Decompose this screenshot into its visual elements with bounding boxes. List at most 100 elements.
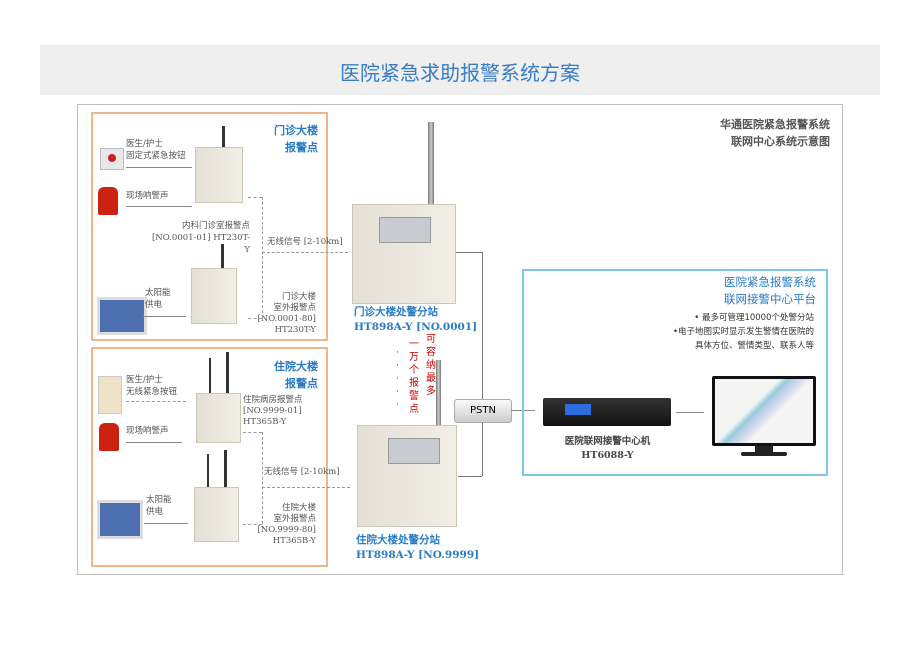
heading-line: 住院大楼 [274, 360, 318, 373]
center-bullets: • 最多可管理10000个处警分站 •电子地图实时显示发生警情在医院的具体方位、警… [600, 311, 814, 353]
monitor-base [741, 452, 787, 456]
inpatient-heading: 住院大楼报警点 [250, 358, 318, 392]
outpatient-alarm-group [91, 112, 328, 341]
station1-device [352, 204, 456, 304]
bullet-item: 具体方位、警情类型、联系人等 [694, 341, 814, 351]
label-line: 供电 [146, 507, 164, 517]
label-line: 太阳能 [146, 495, 172, 505]
page-title: 医院紧急求助报警系统方案 [340, 61, 580, 85]
point2-label: 门诊大楼室外报警点[NO.0001-80]HT230T-Y [250, 292, 316, 336]
siren-label: 现场响警声 [126, 191, 169, 201]
siren-icon [99, 423, 119, 451]
label-line: HT365B-Y [272, 536, 316, 546]
header-band: 医院紧急求助报警系统方案 [40, 45, 880, 95]
solar-label: 太阳能供电 [145, 287, 171, 311]
line [482, 252, 483, 476]
diagram-title: 华通医院紧急报警系统 联网中心系统示意图 [640, 116, 830, 150]
diagram-title-line: 联网中心系统示意图 [731, 135, 830, 148]
wireless-label: 无线信号 [2-10km] [264, 467, 340, 477]
monitor-stand [755, 446, 773, 452]
label-line: HT230T-Y [274, 325, 316, 335]
label-line: 住院大楼 [281, 503, 316, 513]
alarm-point-device [191, 268, 237, 324]
label-line: 门诊大楼处警分站 [354, 306, 438, 318]
outpatient-heading: 门诊大楼报警点 [250, 122, 318, 156]
label-line: 无线紧急按钮 [126, 387, 178, 397]
label-line: 室外报警点 [273, 514, 316, 524]
label-line: 供电 [145, 300, 163, 310]
arrow [144, 523, 188, 524]
line [458, 476, 482, 477]
heading-line: 报警点 [285, 377, 318, 390]
label-line: HT6088-Y [581, 450, 634, 461]
heading-line: 医院紧急报警系统 [724, 275, 816, 289]
label-line: [NO.0001-01] HT230T-Y [151, 233, 250, 255]
signal-line [262, 252, 348, 253]
center-machine-device [543, 398, 671, 426]
heading-line: 门诊大楼 [274, 124, 318, 137]
label-line: 固定式紧急按钮 [126, 151, 186, 161]
emergency-button-icon [100, 148, 124, 170]
point1-label: 住院病房报警点[NO.9999-01]HT365B-Y [243, 395, 303, 428]
dots: ····· [396, 348, 399, 410]
alarm-point-device [194, 487, 239, 542]
bullet-item: • 最多可管理10000个处警分站 [694, 313, 814, 323]
label-line: 内科门诊室报警点 [181, 221, 250, 231]
label-line: HT365B-Y [243, 417, 287, 427]
label-line: [NO.9999-80] [257, 525, 316, 535]
center-heading: 医院紧急报警系统联网接警中心平台 [620, 274, 816, 308]
heading-line: 联网接警中心平台 [724, 292, 816, 306]
label-line: 医院联网接警中心机 [564, 436, 651, 447]
label-line: HT898A-Y [NO.0001] [354, 321, 478, 333]
signal-line [243, 432, 262, 433]
label-line: 门诊大楼 [281, 292, 316, 302]
antenna-icon [226, 352, 229, 394]
station2-device [357, 425, 457, 527]
wireless-button-icon [98, 376, 122, 414]
monitor-map-icon [712, 376, 816, 446]
button-label: 医生/护士无线紧急按钮 [126, 374, 177, 398]
diagram-title-line: 华通医院紧急报警系统 [720, 118, 830, 131]
capacity-text: 一万个报警点 [409, 339, 419, 415]
signal-line [262, 197, 263, 318]
solar-label: 太阳能供电 [146, 494, 172, 518]
antenna-icon [222, 126, 225, 148]
arrow [143, 316, 186, 317]
signal-line [248, 197, 262, 198]
label-line: 太阳能 [145, 288, 171, 298]
line [456, 252, 482, 253]
label-line: 住院病房报警点 [243, 395, 303, 405]
arrow [126, 206, 192, 207]
button-label: 医生/护士固定式紧急按钮 [126, 138, 186, 162]
arrow [676, 412, 704, 413]
label-line: 医生/护士 [126, 375, 163, 385]
label-line: HT898A-Y [NO.9999] [356, 549, 480, 561]
label-line: [NO.0001-80] [257, 314, 316, 324]
label-line: 医生/护士 [126, 139, 163, 149]
antenna-icon [207, 454, 209, 488]
station-antenna-icon [428, 122, 434, 204]
antenna-icon [209, 358, 211, 394]
siren-label: 现场响警声 [126, 426, 169, 436]
station1-label: 门诊大楼处警分站 HT898A-Y [NO.0001] [354, 305, 477, 335]
capacity-text: 可容纳最多 [426, 334, 436, 397]
arrow [126, 442, 182, 443]
signal-line [126, 401, 186, 402]
signal-line [262, 432, 263, 524]
alarm-point-device [196, 393, 241, 443]
siren-icon [98, 187, 118, 215]
wireless-label: 无线信号 [2-10km] [267, 237, 343, 247]
point1-label: 内科门诊室报警点 [NO.0001-01] HT230T-Y [150, 220, 250, 256]
bullet-item: •电子地图实时显示发生警情在医院的 [672, 327, 814, 337]
antenna-icon [221, 244, 224, 269]
solar-panel-icon [97, 500, 143, 539]
diagram-frame [77, 104, 843, 575]
label-line: 室外报警点 [273, 303, 316, 313]
pstn-box: PSTN [454, 399, 512, 423]
signal-line [243, 524, 262, 525]
station-antenna-icon [436, 360, 441, 426]
center-platform-group [522, 269, 828, 476]
antenna-icon [224, 450, 227, 488]
signal-line [262, 487, 350, 488]
